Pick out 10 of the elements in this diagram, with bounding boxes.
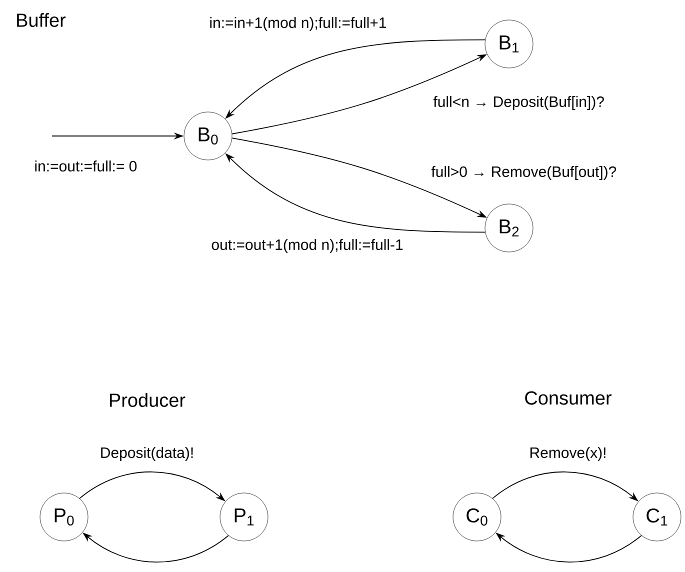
edge-label: Deposit(data)! [98,446,196,462]
edge-label: full>0 → Remove(Buf[out])? [430,165,618,181]
section-title: Buffer [17,13,66,27]
edge-label: Remove(x)! [528,446,608,462]
section-title: Producer [110,393,186,407]
edge-label: full<n → Deposit(Buf[in])? [432,95,606,111]
edge-label: out:=out+1(mod n);full:=full-1 [210,238,404,254]
edge-label: in:=in+1(mod n);full:=full+1 [208,16,388,32]
section-title: Consumer [525,391,612,405]
edge-label: in:=out:=full:= 0 [33,159,138,172]
